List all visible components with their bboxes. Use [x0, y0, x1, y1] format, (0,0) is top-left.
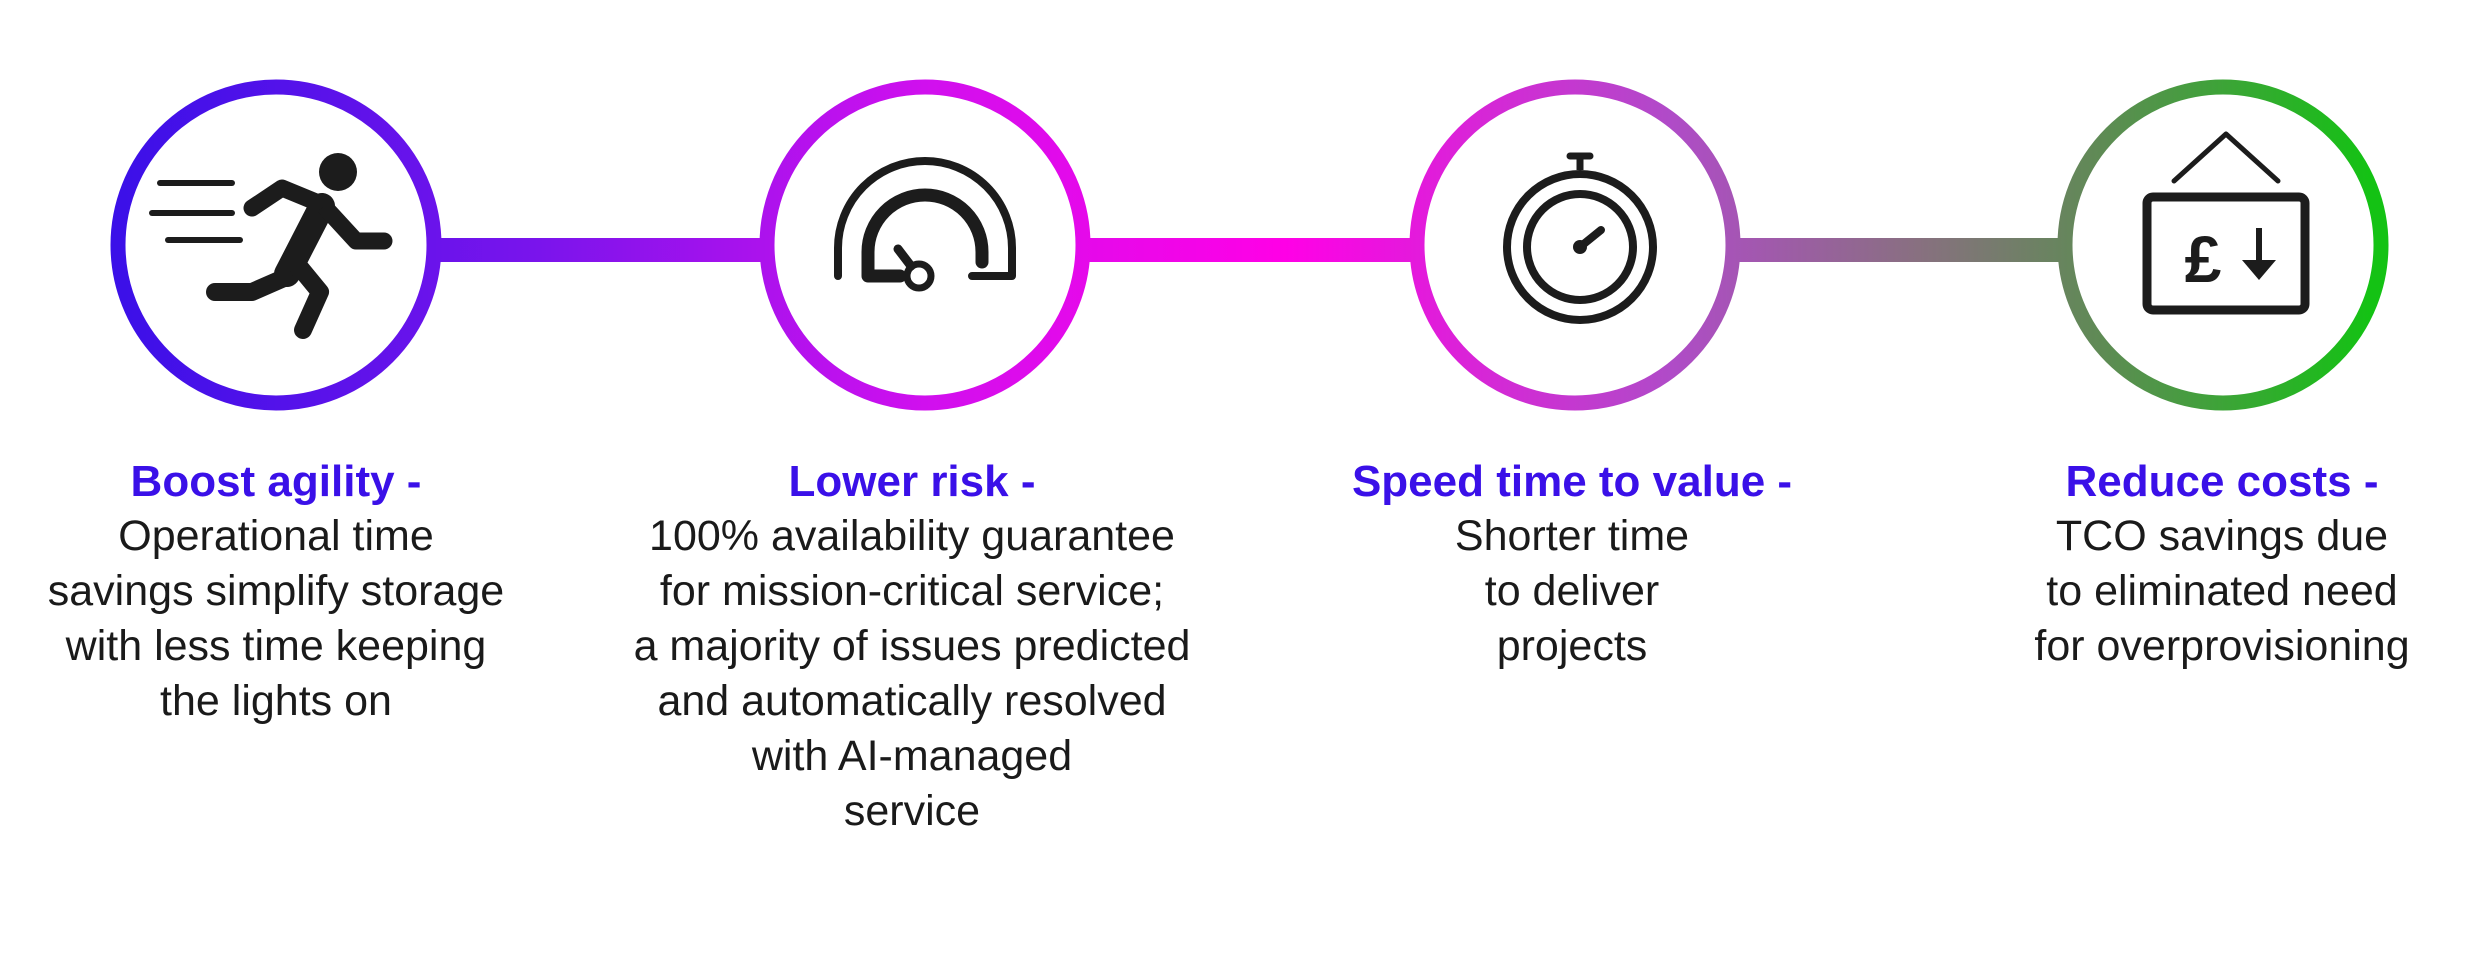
step-title: Boost agility -	[130, 457, 422, 506]
description-line: to deliver	[1484, 567, 1660, 615]
description-line: a majority of issues predicted	[633, 622, 1191, 670]
connector-line	[270, 238, 2180, 262]
step-caption-boost-agility: Boost agility - Operational time savings…	[0, 455, 576, 729]
description-line: with AI-managed	[751, 732, 1073, 780]
description-line: TCO savings due	[2055, 512, 2389, 560]
description-line: and automatically resolved	[657, 677, 1167, 725]
step-description: Shorter time to deliver projects	[1272, 509, 1872, 674]
step-title: Reduce costs -	[2065, 457, 2379, 506]
description-line: service	[843, 787, 981, 835]
description-line: 100% availability guarantee	[649, 512, 1175, 560]
pound-down-sign-icon: £	[2142, 131, 2310, 315]
description-line: Shorter time	[1454, 512, 1690, 560]
step-ring	[759, 79, 1091, 411]
description-line: the lights on	[160, 677, 392, 725]
svg-text:£: £	[2185, 222, 2222, 296]
description-line: Operational time	[118, 512, 434, 560]
step-description: Operational time savings simplify storag…	[0, 509, 576, 729]
description-line: for overprovisioning	[2034, 622, 2410, 670]
stopwatch-icon	[1503, 152, 1657, 324]
description-line: to eliminated need	[2046, 567, 2398, 615]
step-caption-speed-time-to-value: Speed time to value - Shorter time to de…	[1272, 455, 1872, 674]
step-caption-lower-risk: Lower risk - 100% availability guarantee…	[612, 455, 1212, 839]
step-description: TCO savings due to eliminated need for o…	[1922, 509, 2481, 674]
gauge-icon	[834, 157, 1016, 292]
description-line: for mission-critical service;	[659, 567, 1165, 615]
step-description: 100% availability guarantee for mission-…	[612, 509, 1212, 839]
step-title: Speed time to value -	[1351, 457, 1793, 506]
step-title: Lower risk -	[788, 457, 1036, 506]
step-caption-reduce-costs: Reduce costs - TCO savings due to elimin…	[1922, 455, 2481, 674]
description-line: with less time keeping	[65, 622, 487, 670]
step-ring	[2057, 79, 2389, 411]
description-line: savings simplify storage	[47, 567, 505, 615]
description-line: projects	[1496, 622, 1648, 670]
running-person-icon	[149, 153, 393, 339]
